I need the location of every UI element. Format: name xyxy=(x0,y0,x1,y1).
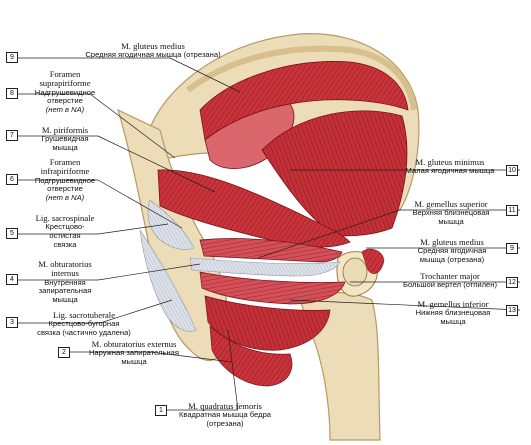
label-number: 6 xyxy=(6,174,18,185)
na-note: (нет в NA) xyxy=(45,105,85,114)
russian-name: мышца xyxy=(121,357,147,366)
latin-name: Foramen suprapiriforme xyxy=(39,69,91,89)
latin-name: M. gluteus minimus xyxy=(415,157,485,167)
trochanter-cut-surface xyxy=(342,257,368,287)
latin-name: M. gemellus superior xyxy=(414,199,488,209)
label-lig-sacrotuberale: Lig. sacrotuberale Крестцово-бугорная св… xyxy=(28,310,140,338)
obturator-internus-tendon xyxy=(189,257,341,277)
russian-name: связка (частично удалена) xyxy=(37,328,131,337)
piriformis-muscle xyxy=(157,169,351,248)
label-number: 4 xyxy=(6,274,18,285)
label-gluteus-medius-right: M. gluteus medius Средняя ягодичная мышц… xyxy=(404,237,500,265)
russian-name: запирательная xyxy=(38,286,92,296)
latin-name: Lig. sacrotuberale xyxy=(52,310,116,320)
label-number: 2 xyxy=(58,347,70,358)
obturator-externus-muscle xyxy=(209,325,293,387)
latin-name: M. quadratus femoris xyxy=(188,401,262,411)
latin-name: Lig. sacrospinale xyxy=(35,213,95,223)
russian-name: Верхняя близнецовая xyxy=(412,208,490,218)
label-foramen-suprapiriforme: Foramen suprapiriforme Надгрушевидное от… xyxy=(28,69,102,115)
russian-name: Крестцово- xyxy=(45,222,85,232)
label-number: 7 xyxy=(6,130,18,141)
label-number: 1 xyxy=(155,405,167,416)
label-lig-sacrospinale: Lig. sacrospinale Крестцово- остистая св… xyxy=(28,213,102,249)
label-number: 9 xyxy=(6,52,18,63)
label-gluteus-medius-top: M. gluteus medius Средняя ягодичная мышц… xyxy=(78,41,228,60)
russian-name: мышца (отрезана) xyxy=(419,255,485,264)
russian-name: Средняя ягодичная xyxy=(417,246,487,256)
label-gemellus-inferior: M. gemellus inferior Нижняя близнецовая … xyxy=(404,299,502,327)
leader-lines xyxy=(12,57,521,411)
russian-name: отверстие xyxy=(47,96,83,106)
latin-name: M. piriformis xyxy=(41,125,89,135)
russian-name: остистая xyxy=(49,231,81,240)
russian-name: Крестцово-бугорная xyxy=(48,319,120,329)
label-number: 11 xyxy=(506,205,518,216)
sacrotuberous-ligament xyxy=(139,229,197,332)
na-note: (нет в NA) xyxy=(45,193,85,202)
label-number: 13 xyxy=(506,305,518,316)
latin-name: M. obturatorius externus xyxy=(91,339,177,349)
latin-name: M. gluteus medius xyxy=(121,41,185,51)
label-gemellus-superior: M. gemellus superior Верхняя близнецовая… xyxy=(402,199,500,227)
sacrospinous-ligament xyxy=(147,199,195,250)
latin-name: M. gemellus inferior xyxy=(417,299,489,309)
russian-name: мышца xyxy=(52,143,78,152)
russian-name: Надгрушевидное xyxy=(34,87,96,97)
russian-name: Внутренняя xyxy=(44,277,86,287)
label-piriformis: M. piriformis Грушевидная мышца xyxy=(28,125,102,153)
russian-name: связка xyxy=(53,239,77,249)
label-number: 9 xyxy=(506,243,518,254)
latin-name: M. gluteus medius xyxy=(420,237,484,247)
russian-name: Квадратная мышца бедра xyxy=(178,410,272,420)
quadratus-femoris-muscle xyxy=(204,295,331,351)
russian-name: отверстие xyxy=(47,184,83,194)
label-obturatorius-externus: M. obturatorius externus Наружная запира… xyxy=(74,339,194,367)
label-number: 10 xyxy=(506,165,518,176)
russian-name: Малая ягодичная мышца xyxy=(405,166,495,176)
russian-name: мышца xyxy=(438,217,464,226)
latin-name: M. obturatorius internus xyxy=(38,259,92,279)
latin-name: Foramen infrapiriforme xyxy=(40,157,90,177)
label-number: 5 xyxy=(6,228,18,239)
russian-name: Наружная запирательная xyxy=(88,348,180,358)
gluteus-medius-insertion xyxy=(361,248,385,274)
russian-name: мышца xyxy=(440,317,466,326)
label-obturatorius-internus: M. obturatorius internus Внутренняя запи… xyxy=(28,259,102,305)
label-number: 3 xyxy=(6,317,18,328)
iliac-crest-shadow xyxy=(186,45,417,111)
russian-name: мышца xyxy=(52,295,78,304)
gluteus-minimus-muscle xyxy=(261,110,408,237)
label-gluteus-minimus: M. gluteus minimus Малая ягодичная мышца xyxy=(398,157,502,176)
label-number: 12 xyxy=(506,277,518,288)
gemellus-inferior-muscle xyxy=(199,271,346,305)
russian-name: Средняя ягодичная мышца (отрезана) xyxy=(85,50,221,60)
russian-name: Грушевидная xyxy=(41,134,89,144)
latin-name: Trochanter major xyxy=(420,271,480,281)
label-number: 8 xyxy=(6,88,18,99)
label-trochanter-major: Trochanter major Большой вертел (отпилен… xyxy=(398,271,502,290)
russian-name: (отрезана) xyxy=(206,419,244,428)
label-foramen-infrapiriforme: Foramen infrapiriforme Подгрушевидное от… xyxy=(28,157,102,203)
label-quadratus-femoris: M. quadratus femoris Квадратная мышца бе… xyxy=(170,401,280,429)
russian-name: Подгрушевидное xyxy=(34,175,96,185)
russian-name: Большой вертел (отпилен) xyxy=(402,280,498,290)
russian-name: Нижняя близнецовая xyxy=(415,308,491,318)
gemellus-superior-muscle xyxy=(199,238,343,263)
